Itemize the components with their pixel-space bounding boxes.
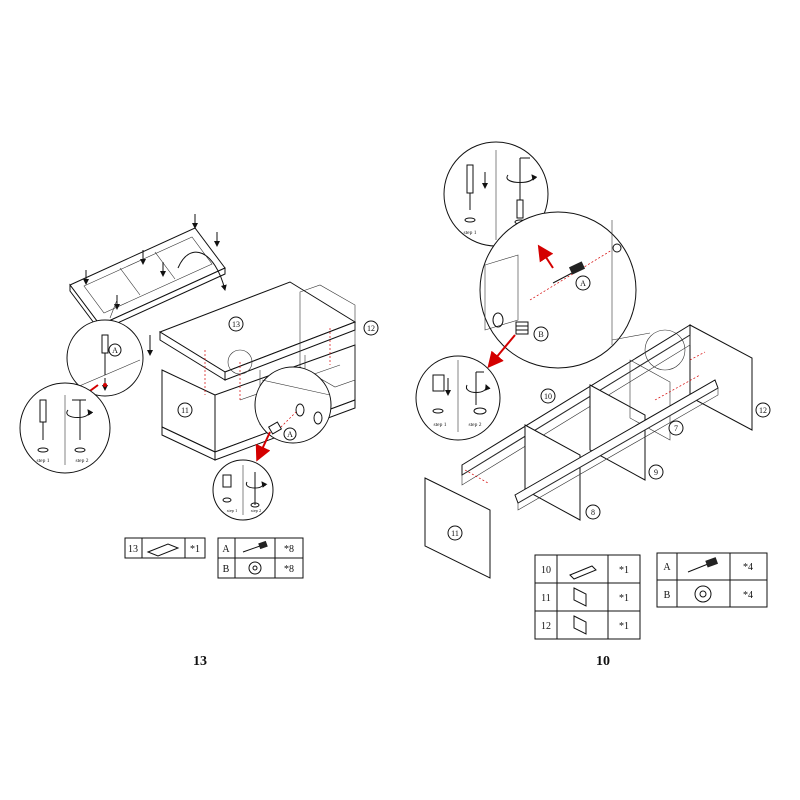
cabinet-frame-right: [424, 324, 753, 579]
zoom-callout-a-left: [66, 299, 144, 397]
hw-right-b-id: B: [664, 590, 671, 601]
callout-a-label-left: A: [112, 346, 118, 355]
panel-11-icon: [573, 587, 587, 607]
hw-right-a-qty: *4: [743, 562, 753, 573]
callout-a-marker-right: A: [575, 275, 591, 291]
hardware-table-right: A *4 B *4: [656, 552, 768, 608]
step2-label-left: step 2: [76, 458, 89, 464]
svg-text:8: 8: [591, 508, 595, 517]
callout-a-marker-left-2: [283, 427, 297, 441]
step2-label-right-2: step 2: [469, 422, 482, 428]
zoom-source-ring-right: [644, 329, 686, 371]
hw-right-b-qty: *4: [743, 590, 753, 601]
parts-right-10-id: 10: [541, 565, 551, 576]
part-label-7: 7: [668, 420, 684, 436]
cam-bolt-zoom: [552, 261, 586, 284]
callout-b-marker-right: B: [533, 326, 549, 342]
left-page: A step 1 step 2 A: [19, 214, 379, 669]
zoom-callout-b-left: [254, 366, 332, 444]
part-label-8: 8: [585, 504, 601, 520]
panel-10-icon: [569, 565, 597, 580]
red-arrow-right-1: [537, 244, 554, 269]
part-label-12-left: 12: [363, 320, 379, 336]
parts-table-left-qty: *1: [190, 544, 200, 555]
part-label-9: 9: [648, 464, 664, 480]
parts-table-right: 10 *1 11 *1 12 *1: [534, 554, 641, 640]
cabinet-body-left: [147, 281, 357, 461]
page-number-right: 10: [596, 654, 610, 669]
step1-label-left-2: step 1: [227, 508, 238, 513]
part-label-12-right: 12: [755, 402, 771, 418]
hardware-table-left: A *8 B *8: [217, 537, 304, 579]
cam-lock-icon-right: [694, 585, 712, 603]
callout-a-marker-left: [108, 343, 122, 357]
step-callout-right-top: [443, 141, 549, 247]
part-label-11-left: 11: [177, 402, 193, 418]
parts-right-12-qty: *1: [619, 621, 629, 632]
hw-left-b-qty: *8: [284, 564, 294, 575]
right-page: step 1 step 2 A B: [415, 141, 771, 669]
zoom-source-ring: [227, 349, 253, 375]
hw-left-b-id: B: [223, 564, 230, 575]
step-callout-left-2: [212, 459, 274, 521]
step1-label-right-2: step 1: [434, 422, 447, 428]
cam-lock-icon: [248, 561, 262, 575]
parts-table-left: 13 *1: [124, 537, 206, 559]
step-callout-right-bottom: [415, 355, 501, 441]
svg-text:10: 10: [544, 392, 552, 401]
step2-label-left-2: step 2: [251, 508, 262, 513]
svg-text:A: A: [580, 279, 586, 288]
cam-lock-zoom: [515, 321, 529, 335]
step-callout-left: [19, 382, 111, 474]
part-label-13-left: 13: [228, 316, 244, 332]
panel-12-icon: [573, 615, 587, 635]
parts-right-11-id: 11: [541, 593, 551, 604]
svg-text:11: 11: [181, 406, 189, 415]
parts-right-10-qty: *1: [619, 565, 629, 576]
part-label-11-right: 11: [447, 525, 463, 541]
red-arrow-left-2: [255, 431, 271, 462]
svg-text:12: 12: [367, 324, 375, 333]
cam-bolt-icon-right: [687, 557, 719, 573]
red-arrow-right-2: [487, 334, 516, 369]
svg-text:9: 9: [654, 468, 658, 477]
page-number-left: 13: [193, 654, 207, 669]
parts-right-12-id: 12: [541, 621, 551, 632]
panel-13-icon: [146, 543, 180, 557]
step1-label-left: step 1: [37, 458, 50, 464]
panel-13-frame: [69, 227, 226, 333]
svg-text:7: 7: [674, 424, 678, 433]
svg-text:12: 12: [759, 406, 767, 415]
part-label-10: 10: [540, 388, 556, 404]
hw-left-a-qty: *8: [284, 544, 294, 555]
parts-right-11-qty: *1: [619, 593, 629, 604]
frame-insert-arrows: [83, 214, 220, 310]
svg-text:11: 11: [451, 529, 459, 538]
svg-text:13: 13: [232, 320, 240, 329]
svg-text:B: B: [538, 330, 543, 339]
flip-arrow: [177, 251, 227, 291]
parts-table-left-id: 13: [128, 544, 138, 555]
hw-right-a-id: A: [663, 562, 671, 573]
step1-label-right: step 1: [464, 230, 477, 236]
callout-a-label-left-2: A: [287, 430, 293, 439]
cam-bolt-icon: [242, 540, 268, 553]
hw-left-a-id: A: [222, 544, 230, 555]
zoom-callout-right: [479, 211, 651, 369]
